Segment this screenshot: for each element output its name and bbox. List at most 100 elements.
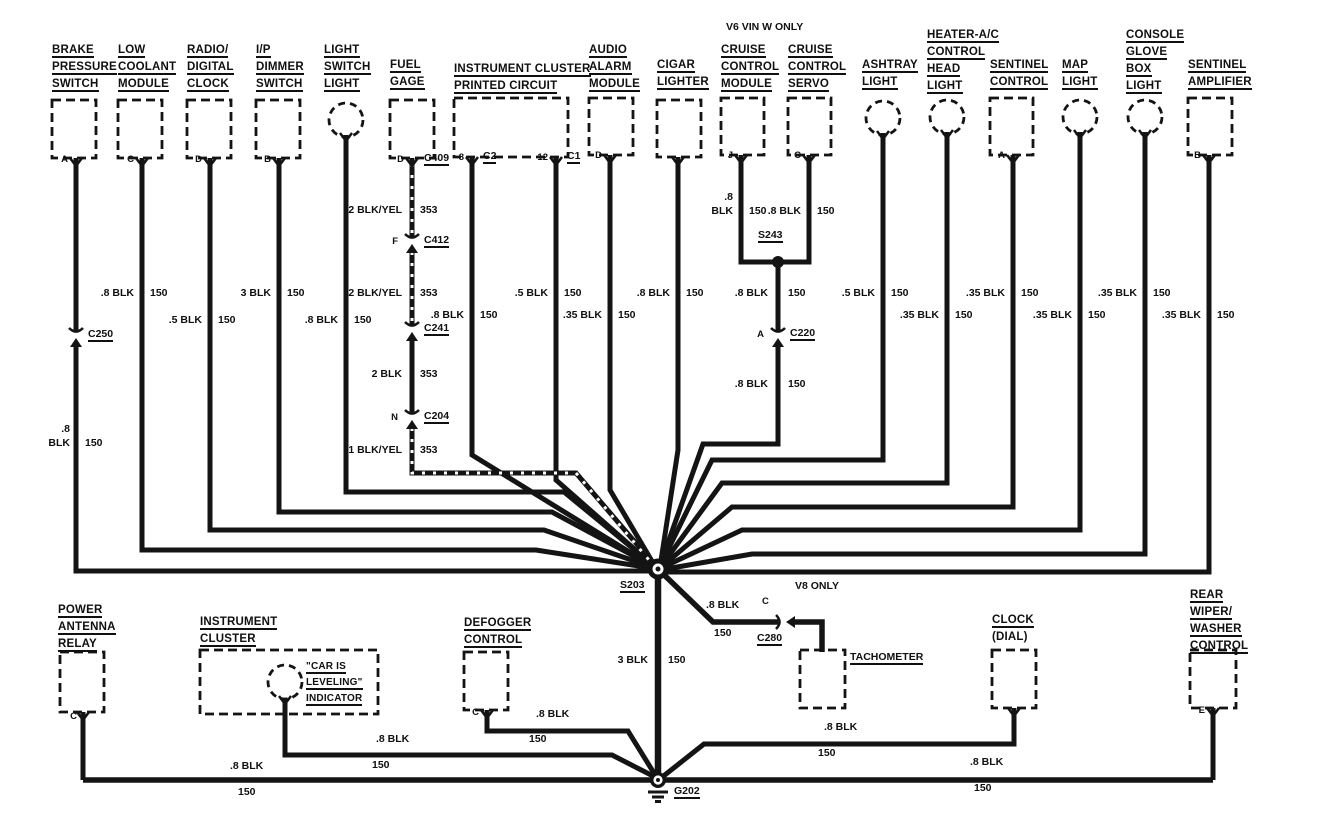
wire-label: .8 BLK [970,756,1004,768]
connector-c280-label: C280 [757,632,783,646]
connector-c241-symbol [403,321,421,341]
wire-label: .35 BLK [965,287,1005,299]
lamp-heater [928,98,966,136]
wire-label: .8 BLK [376,733,410,745]
box-sentinel-amp [1186,96,1234,157]
wire-label: .35 BLK [562,309,602,321]
pin-defogger-c: C [472,707,479,718]
pin-dimmer-b: B [264,154,271,165]
wire-label: 150 [817,205,835,217]
pin-c220-a: A [757,329,764,340]
connector-c250-symbol [67,327,85,347]
wire-label: .35 BLK [899,309,939,321]
pin-cluster-12: 12 [537,152,548,163]
wire-dimmer [276,158,660,572]
pin-power-antenna-c: C [70,711,77,722]
wire-label: .5 BLK [168,314,202,326]
wire-defogger [484,710,660,780]
wire-instr-indicator [282,699,659,781]
pin-sentinel-control-a: A [998,150,1005,161]
wire-label: 150 [618,309,636,321]
wire-label: BLK [711,205,733,217]
wire-label: .8 BLK [536,708,570,720]
wire-label: 150 [480,309,498,321]
wire-label: .8 BLK [734,287,768,299]
note-v8-only: V8 ONLY [795,580,839,592]
wire-label: 353 [420,444,438,456]
wire-label: .8 BLK [430,309,464,321]
pin-cruise-module-j: J [727,150,733,161]
pin-cluster-8: 8 [458,152,464,163]
wire-label: 150 [686,287,704,299]
wire-label: .8 BLK [636,287,670,299]
wire-label: .8 BLK [824,721,858,733]
wire-label: .8 [724,191,733,203]
wire-label: .8 BLK [304,314,338,326]
connector-c280-symbol [775,613,795,631]
wire-label: 150 [372,759,390,771]
wire-label: 150 [564,287,582,299]
component-outlines [50,96,1238,716]
wire-label: 2 BLK/YEL [348,287,402,299]
splice-s243-dot [772,256,784,268]
wire-label: 150 [668,654,686,666]
wire-sentinel-amp [666,155,1212,575]
wire-label: 150 [891,287,909,299]
wire-label: 150 [714,627,732,639]
wire-label: .35 BLK [1161,309,1201,321]
box-defogger [462,650,510,712]
lamp-console [1126,98,1164,136]
wire-label: 2 BLK [371,368,402,380]
lamp-ashtray [864,99,902,137]
wire-v8-branch [656,567,825,652]
connector-c1-label: C1 [567,150,581,164]
wire-label: 150 [1217,309,1235,321]
connector-c204-label: C204 [424,410,450,424]
box-rear-wiper [1188,648,1238,710]
connector-c220-symbol [769,327,787,347]
connector-c412-symbol [403,233,421,253]
wire-label: 150 [1021,287,1039,299]
connector-c250-label: C250 [88,328,114,342]
box-fuel [388,98,436,160]
wire-clock [659,708,1017,780]
pin-brake-a: A [61,154,68,165]
blk-yel-hatching [410,164,656,567]
wire-label: 150 [218,314,236,326]
wire-label: 150 [287,287,305,299]
wire-label: 150 [749,205,767,217]
wire-label: 3 BLK [617,654,648,666]
box-cruise-module [719,96,766,157]
connector-c409-label: C409 [424,152,450,166]
wire-console [659,132,1148,573]
connector-c220-label: C220 [790,327,816,341]
wire-label: .5 BLK [841,287,875,299]
pin-fuel-d: D [397,154,404,165]
splice-and-ground-symbols [647,256,784,803]
pin-rear-wiper-e: E [1198,705,1205,716]
splice-s243-label: S243 [758,229,783,243]
wire-label: 3 BLK [240,287,271,299]
box-dimmer [254,98,302,160]
box-cluster [452,96,570,159]
box-instr-cluster2 [198,648,380,716]
wire-cigar [657,157,681,568]
wire-cruise-down [656,262,781,569]
wire-label: .8 [61,423,70,435]
wire-cluster-c1 [553,157,659,571]
wire-label: .8 BLK [734,378,768,390]
wire-label: 1 BLK/YEL [348,444,402,456]
label-clock-dial: CLOCK(DIAL) [992,614,1034,643]
pin-audio-d: D [595,150,602,161]
